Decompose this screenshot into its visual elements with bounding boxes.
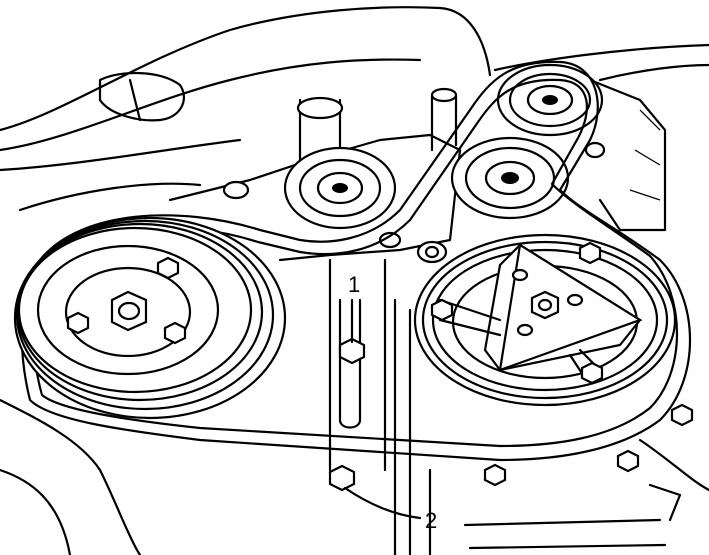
callout-1: 1 xyxy=(348,272,361,297)
adjuster-slot xyxy=(328,258,412,555)
mounting-bracket xyxy=(168,87,462,264)
engine-outline xyxy=(0,6,709,555)
crankshaft-pulley xyxy=(13,216,287,420)
tensioner-assembly xyxy=(450,63,667,232)
lower-bolts xyxy=(428,403,709,555)
compressor-pulley xyxy=(413,233,677,407)
callout-leaders xyxy=(343,298,667,550)
callout-2: 2 xyxy=(425,508,438,533)
idler-pulley xyxy=(283,146,397,230)
